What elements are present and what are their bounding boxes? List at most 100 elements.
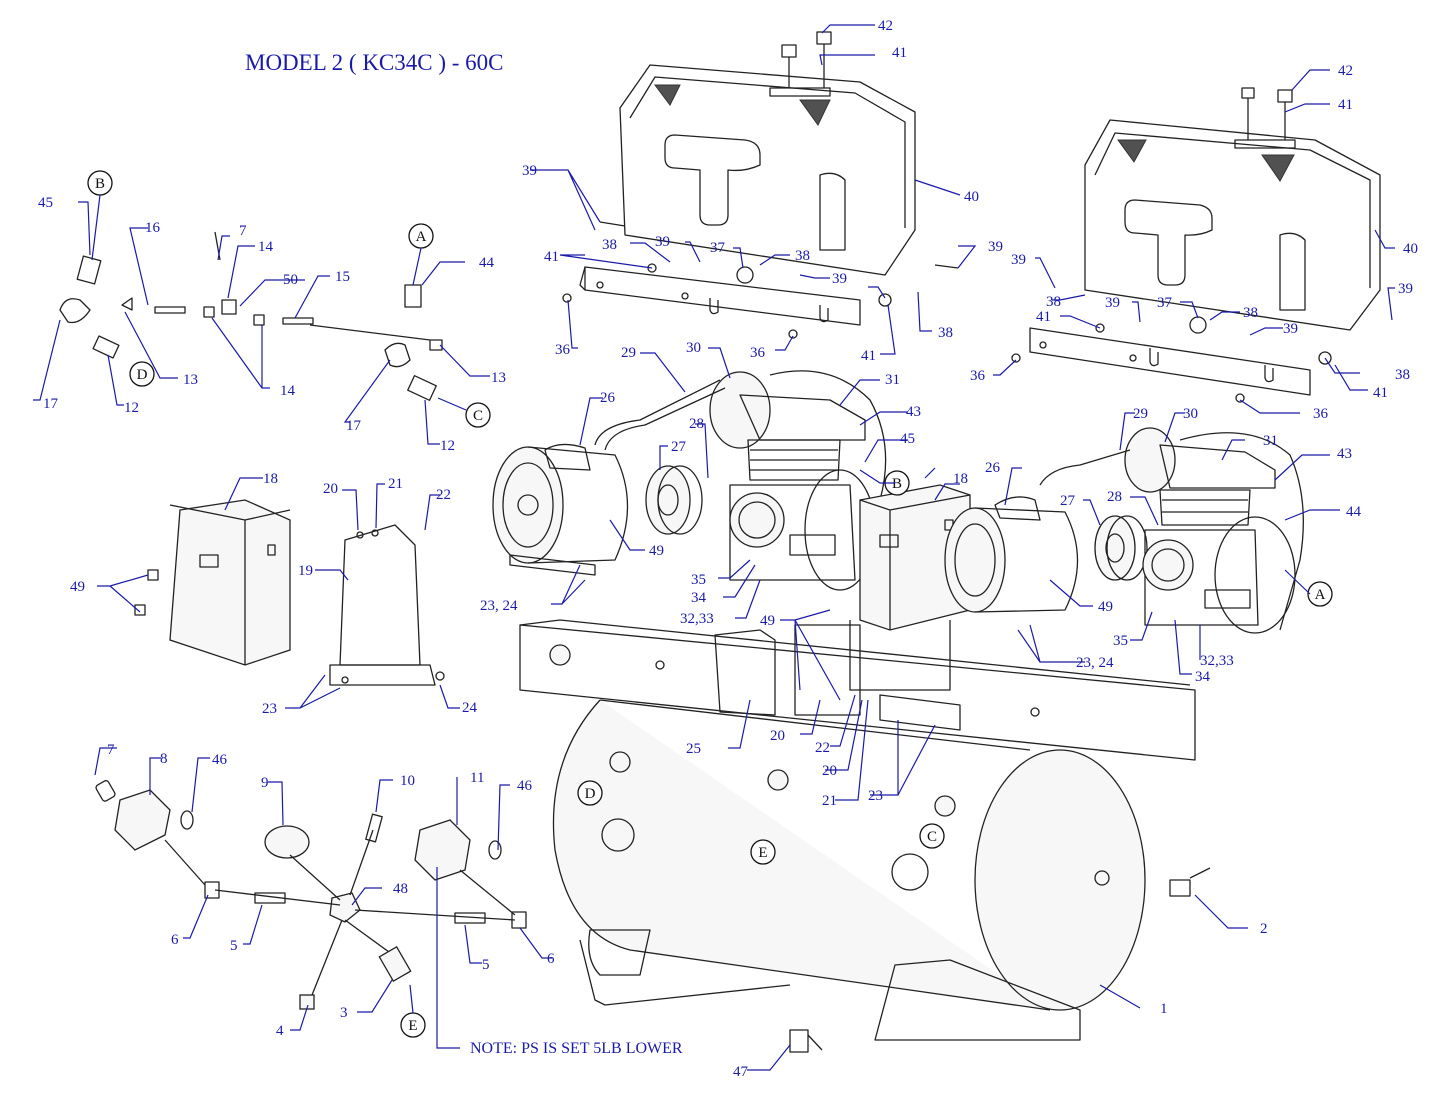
- label-26-right: 26: [985, 460, 1001, 476]
- control-box-left: [134, 499, 291, 666]
- label-48: 48: [393, 881, 408, 897]
- label-7-upper: 7: [239, 223, 247, 239]
- label-14-upper: 14: [258, 239, 274, 255]
- label-41-e: 41: [1338, 97, 1353, 113]
- motor-pulley-right: [1094, 515, 1148, 581]
- guard-hardware-right: [1011, 87, 1332, 403]
- label-12-right: 12: [440, 438, 455, 454]
- label-41-b: 41: [861, 348, 876, 364]
- label-47: 47: [733, 1064, 749, 1080]
- label-4: 4: [276, 1023, 284, 1039]
- pump-platform: [519, 619, 1196, 761]
- label-23-24-right: 23, 24: [1076, 655, 1114, 671]
- guard-hardware-left: [562, 31, 959, 339]
- label-20-panel: 20: [323, 481, 338, 497]
- label-6-left: 6: [171, 932, 179, 948]
- svg-text:B: B: [95, 176, 105, 192]
- label-42-right: 42: [1338, 63, 1353, 79]
- label-13-right: 13: [491, 370, 506, 386]
- label-39-b: 39: [655, 234, 670, 250]
- label-49-b: 49: [649, 543, 664, 559]
- label-24: 24: [462, 700, 478, 716]
- label-43-left: 43: [906, 404, 921, 420]
- label-49-c: 49: [760, 613, 775, 629]
- belt-guard-right: [1084, 119, 1381, 331]
- belt-right: [1039, 432, 1304, 631]
- label-29-right: 29: [1133, 406, 1148, 422]
- label-28-right: 28: [1107, 489, 1122, 505]
- label-43-right: 43: [1337, 446, 1352, 462]
- label-35-right: 35: [1113, 633, 1128, 649]
- diagram-title: MODEL 2 ( KC34C ) - 60C: [245, 50, 504, 75]
- label-34-right: 34: [1195, 669, 1211, 685]
- svg-text:D: D: [137, 367, 148, 383]
- label-39-h: 39: [1398, 281, 1413, 297]
- part-labels: 1 2 3 4 5 5 6 6 7 7 8 9 10 11 12 12 13 1…: [38, 18, 1418, 1080]
- callout-d-top: D: [129, 361, 155, 387]
- mounting-panel: [329, 524, 445, 686]
- label-3: 3: [340, 1005, 348, 1021]
- label-29-left: 29: [621, 345, 636, 361]
- label-10: 10: [400, 773, 415, 789]
- label-31-right: 31: [1263, 433, 1278, 449]
- label-44-left: 44: [479, 255, 495, 271]
- label-26-left: 26: [600, 390, 616, 406]
- callout-a-top: A: [408, 223, 434, 249]
- label-18-center: 18: [953, 471, 968, 487]
- label-20-lower: 20: [770, 728, 785, 744]
- label-15: 15: [335, 269, 350, 285]
- label-20-tank: 20: [822, 763, 837, 779]
- label-34-left: 34: [691, 590, 707, 606]
- callout-b-pump: B: [884, 470, 910, 496]
- label-41-c: 41: [892, 45, 907, 61]
- label-13-left: 13: [183, 372, 198, 388]
- label-46-right: 46: [517, 778, 533, 794]
- label-38-b: 38: [795, 248, 810, 264]
- svg-text:C: C: [473, 408, 483, 424]
- label-16: 16: [145, 220, 161, 236]
- label-32-33-right: 32,33: [1200, 653, 1234, 669]
- callout-e-tank: E: [750, 839, 776, 865]
- label-2: 2: [1260, 921, 1268, 937]
- label-28-left: 28: [689, 416, 704, 432]
- label-27-right: 27: [1060, 493, 1076, 509]
- callout-c-tank: C: [919, 823, 945, 849]
- drain-valve: [789, 1029, 823, 1053]
- label-39-c: 39: [832, 271, 847, 287]
- label-38-c: 38: [938, 325, 953, 341]
- label-6-right: 6: [547, 951, 555, 967]
- belt-guard-left: [619, 64, 916, 276]
- label-38-a: 38: [602, 237, 617, 253]
- label-41-a: 41: [544, 249, 559, 265]
- label-39-g: 39: [1283, 321, 1298, 337]
- label-49-d: 49: [1098, 599, 1113, 615]
- label-5-left: 5: [230, 938, 238, 954]
- label-38-d: 38: [1046, 294, 1061, 310]
- label-36-a: 36: [555, 342, 571, 358]
- label-39-d: 39: [988, 239, 1003, 255]
- label-22-panel: 22: [436, 487, 451, 503]
- callout-d-tank: D: [577, 780, 603, 806]
- motor-pulley-left: [645, 465, 703, 535]
- label-18-left: 18: [263, 471, 278, 487]
- label-9: 9: [261, 775, 269, 791]
- label-30-left: 30: [686, 340, 701, 356]
- label-17-right: 17: [346, 418, 362, 434]
- label-14-lower: 14: [280, 383, 296, 399]
- pump-left: [709, 371, 876, 591]
- pump-right: [1124, 427, 1296, 634]
- label-7-lower: 7: [107, 742, 115, 758]
- label-37-left: 37: [710, 240, 726, 256]
- label-39-f: 39: [1105, 295, 1120, 311]
- svg-text:D: D: [585, 786, 596, 802]
- label-1: 1: [1160, 1001, 1168, 1017]
- label-37-right: 37: [1157, 295, 1173, 311]
- label-22-lower: 22: [815, 740, 830, 756]
- label-19: 19: [298, 563, 313, 579]
- label-40-left: 40: [964, 189, 979, 205]
- label-30-right: 30: [1183, 406, 1198, 422]
- air-tank: [552, 699, 1146, 1041]
- svg-text:E: E: [758, 845, 767, 861]
